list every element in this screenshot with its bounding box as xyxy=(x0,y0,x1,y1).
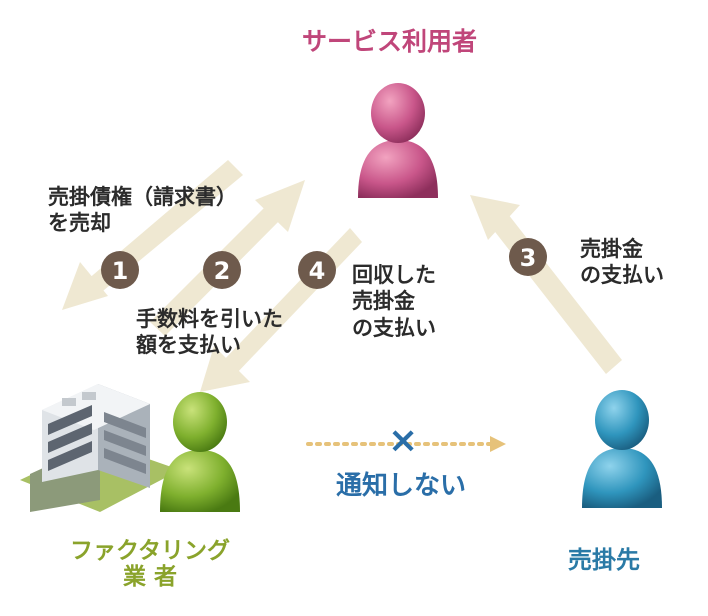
notice-text: 通知しない xyxy=(336,471,467,501)
step-4-line2: 売掛金 xyxy=(352,289,415,314)
service-user-title: サービス利用者 xyxy=(302,27,478,56)
step-number-3: 3 xyxy=(520,244,537,272)
step-4-line3: の支払い xyxy=(352,315,436,340)
step-number-2: 2 xyxy=(214,257,231,285)
step-number-1: 1 xyxy=(112,257,129,285)
step-3-line2: の支払い xyxy=(580,263,664,288)
step-badge-3: 3 xyxy=(509,238,547,276)
step-4-text: 回収した 売掛金 の支払い xyxy=(352,262,436,341)
step-badge-2: 2 xyxy=(203,251,241,289)
customer-person-icon xyxy=(582,390,662,508)
factoring-title-line1: ファクタリング xyxy=(69,538,231,564)
step-2-line1: 手数料を引いた xyxy=(136,307,283,331)
step-2-text: 手数料を引いた 額を支払い xyxy=(136,306,283,359)
factoring-title: ファクタリング 業 者 xyxy=(50,538,250,591)
step-badge-1: 1 xyxy=(101,251,139,289)
step-3-text: 売掛金 の支払い xyxy=(580,236,664,289)
notice-arrow xyxy=(306,436,506,452)
step-1-text: 売掛債権（請求書） を売却 xyxy=(48,184,237,237)
step-1-line2: を売却 xyxy=(48,211,111,236)
building-icon xyxy=(20,384,180,512)
step-4-line1: 回収した xyxy=(352,263,436,287)
customer-title: 売掛先 xyxy=(568,546,640,574)
step-badge-4: 4 xyxy=(298,251,336,289)
step-number-4: 4 xyxy=(309,257,326,285)
step-1-line1: 売掛債権（請求書） xyxy=(48,185,237,209)
service-user-person-icon xyxy=(358,83,438,198)
step-3-line1: 売掛金 xyxy=(580,237,643,261)
factoring-person-icon xyxy=(160,392,240,512)
factoring-title-line2: 業 者 xyxy=(122,564,177,591)
cross-mark-icon: × xyxy=(388,420,419,461)
step-2-line2: 額を支払い xyxy=(136,333,241,358)
